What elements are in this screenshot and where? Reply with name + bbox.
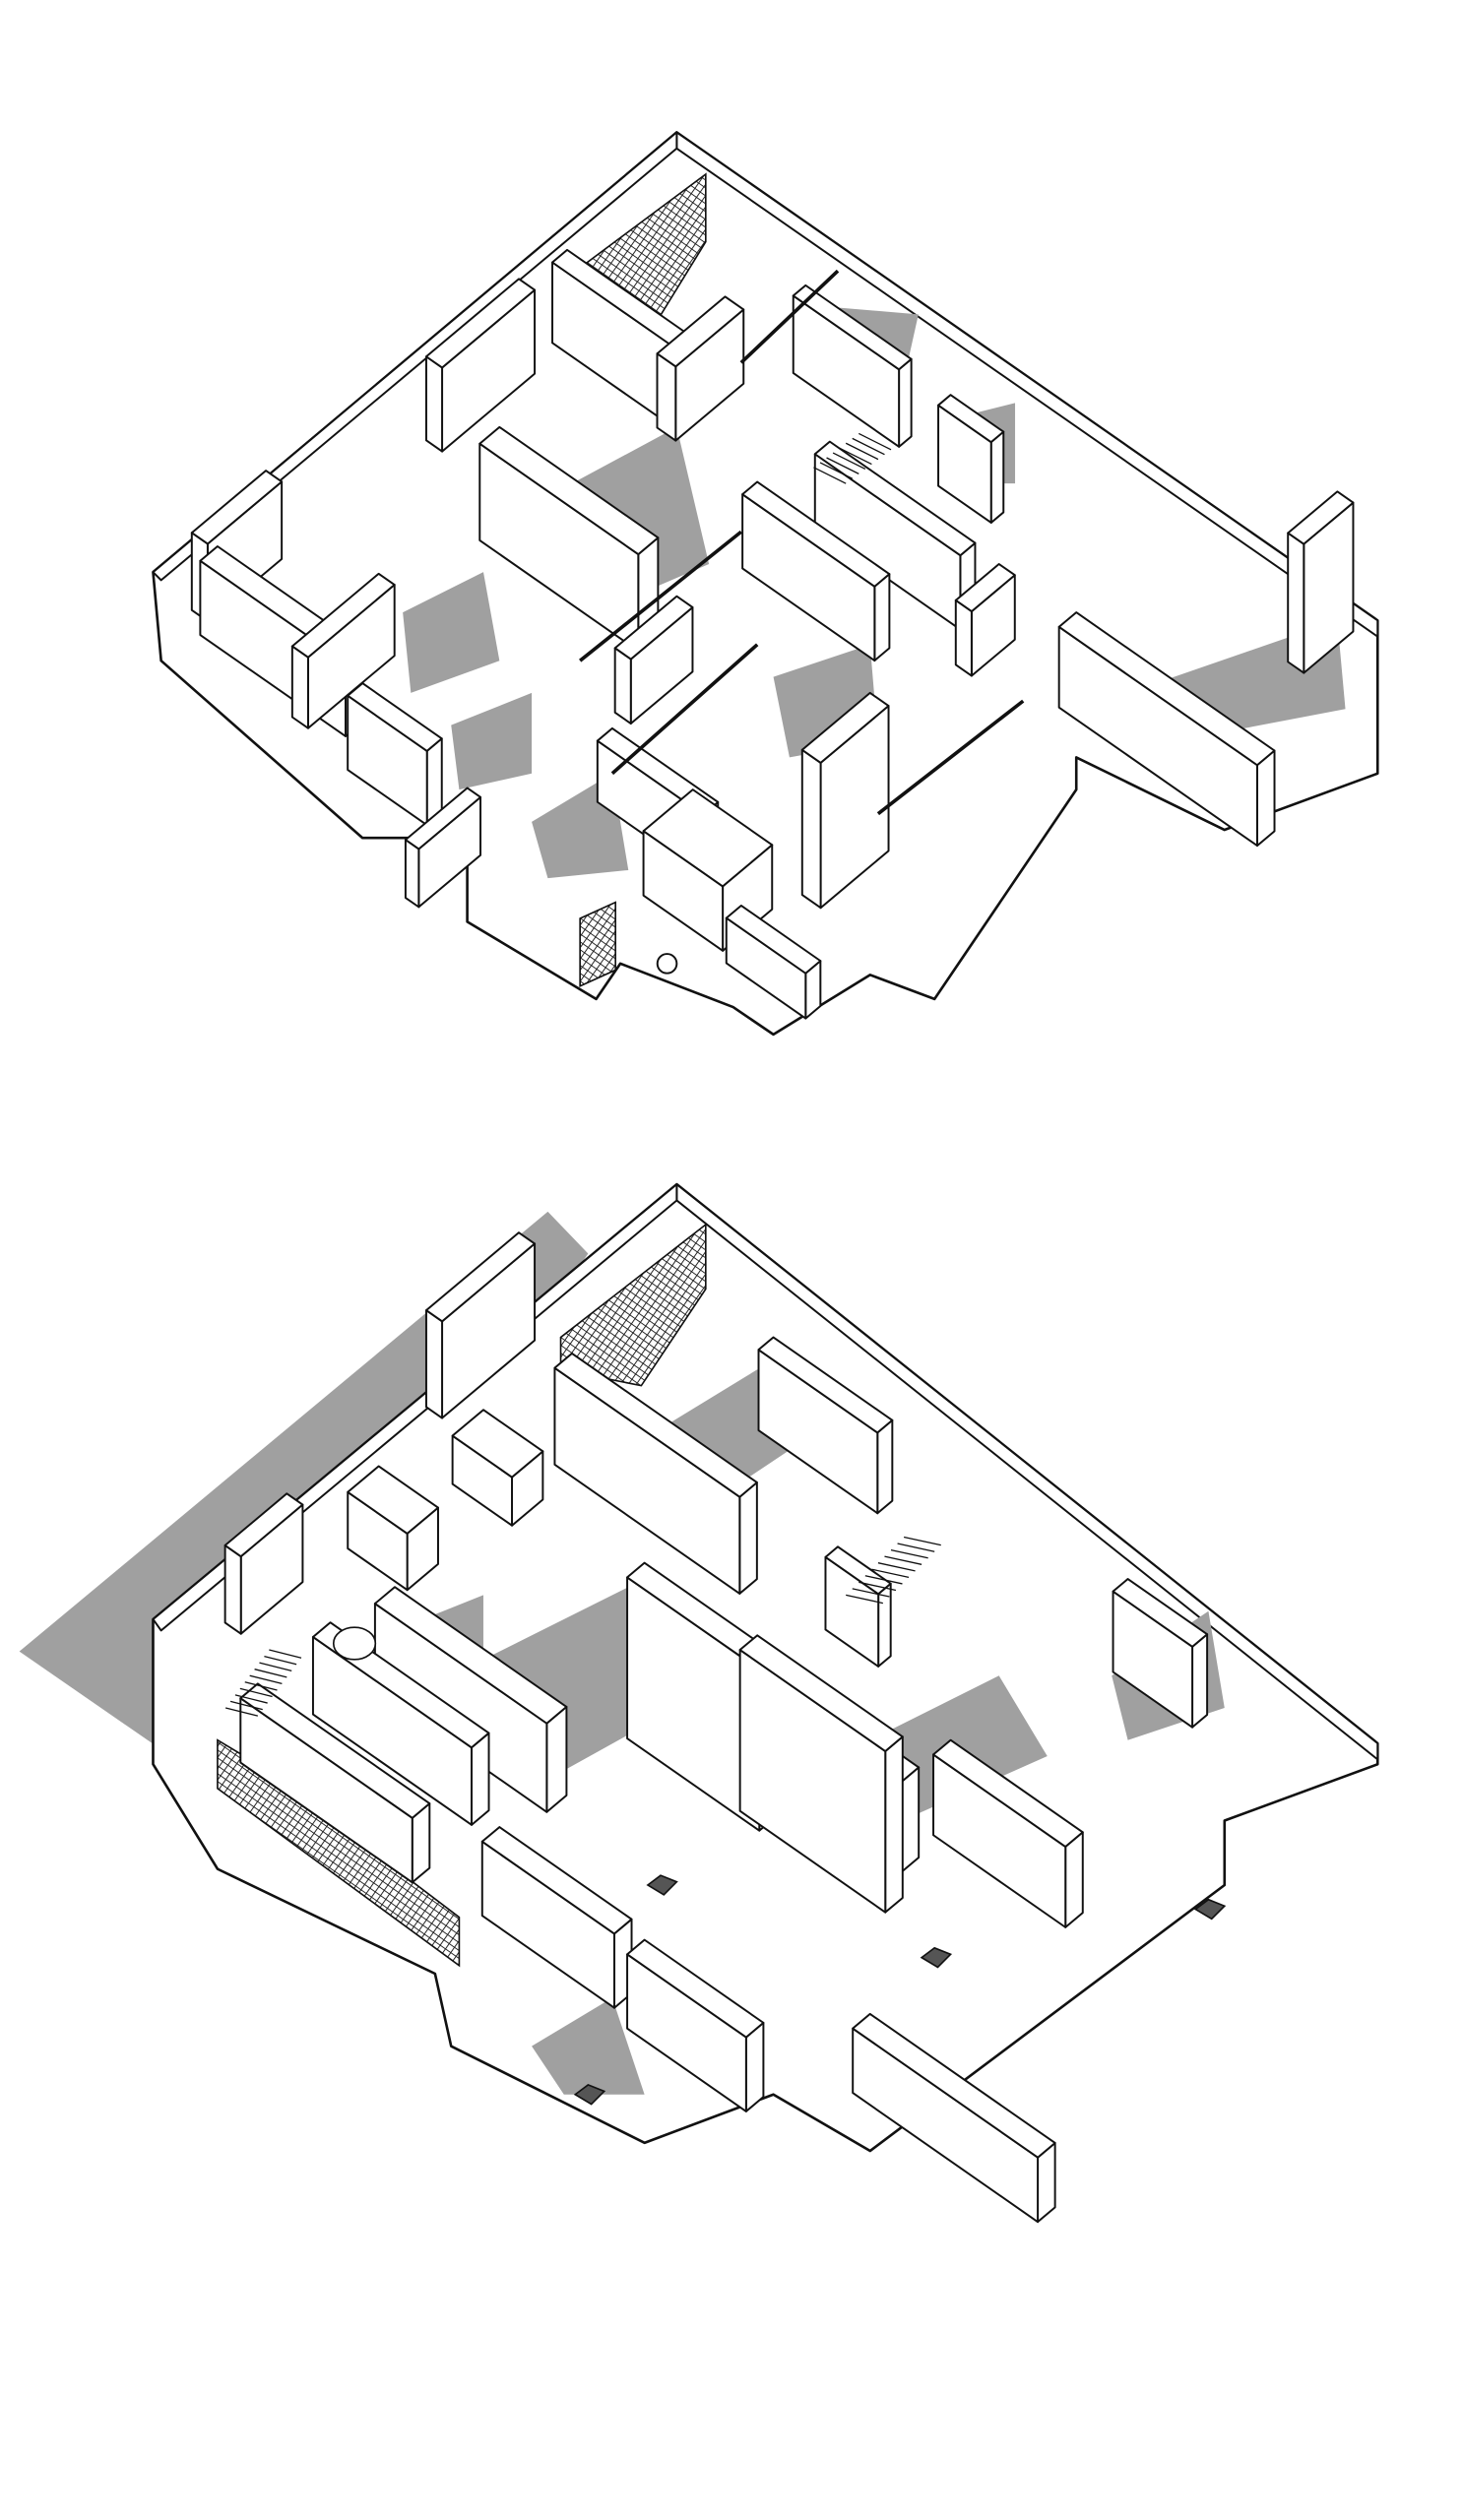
ground-stair-step	[229, 1700, 263, 1711]
upper-stair-step	[852, 437, 885, 456]
ground-car-2	[1193, 1898, 1227, 1921]
ground-stair-step	[884, 1555, 922, 1565]
upper-wall-e-front	[290, 645, 309, 729]
upper-wall-i-front	[613, 647, 632, 725]
upper-mesh-gate	[579, 901, 616, 988]
ground-kitchen-block-top	[347, 1465, 439, 1535]
ground-stair-step	[269, 1649, 302, 1659]
ground-stair-step	[871, 1568, 910, 1579]
upper-wall-j-side	[873, 573, 891, 662]
ground-car-0	[646, 1874, 678, 1896]
ground-stair-step	[846, 1594, 883, 1605]
ground-stair-step	[224, 1707, 259, 1717]
ground-wall-l-side	[1191, 1633, 1209, 1729]
upper-wall-k-side	[1255, 749, 1276, 848]
upper-wall-p-top	[725, 904, 822, 975]
upper-glazing-3	[610, 643, 759, 776]
ground-counter-block-top	[451, 1409, 544, 1479]
upper-column-front	[800, 748, 822, 910]
upper-wall-l-top	[1287, 490, 1355, 545]
upper-wall-f-front	[656, 352, 677, 442]
ground-stair-step	[239, 1687, 273, 1698]
ground-car-3	[920, 1946, 953, 1969]
upper-stair-step	[813, 467, 847, 484]
upper-wall-h-top	[813, 440, 977, 557]
ground-stair-step	[864, 1575, 903, 1585]
upper-wall-b-top	[424, 278, 537, 369]
upper-stair-step	[819, 462, 854, 479]
upper-shadow-5	[451, 692, 533, 790]
upper-core-block-top	[478, 425, 660, 556]
upper-stair-step	[839, 447, 872, 466]
ground-stair-step	[897, 1543, 935, 1552]
upper-wall-c-top	[190, 470, 284, 545]
ground-wall-f-front	[223, 1544, 242, 1635]
upper-wall-e-top	[290, 572, 396, 659]
upper-wall-o-front	[404, 839, 420, 909]
ground-wall-k-top	[932, 1738, 1084, 1849]
upper-glazing-0	[739, 269, 840, 364]
upper-room-block-top	[642, 788, 774, 888]
upper-wall-n-top	[347, 682, 443, 752]
ground-round-table	[332, 1626, 377, 1661]
ground-stair-step	[264, 1655, 297, 1666]
ground-stair-step	[244, 1681, 278, 1691]
ground-wall-h-side	[876, 1418, 894, 1515]
ground-wall-b-top	[553, 1352, 758, 1498]
ground-wall-o-top	[852, 2012, 1056, 2159]
upper-wall-k-top	[1057, 611, 1276, 767]
ground-wall-e-top	[239, 1682, 431, 1819]
ground-wall-n-top	[626, 1938, 765, 2039]
ground-wall-m-top	[480, 1826, 633, 1935]
ground-wall-b-side	[738, 1480, 758, 1595]
upper-stair-step	[858, 432, 892, 451]
upper-wall-i-top	[613, 595, 694, 661]
ground-wall-a-top	[424, 1231, 537, 1323]
ground-wall-j-side	[884, 1735, 904, 1914]
ground-stair-step	[877, 1562, 916, 1572]
upper-wall-r-front	[954, 598, 973, 677]
upper-column-top	[800, 691, 890, 764]
ground-wall-k-side	[1064, 1831, 1084, 1928]
upper-round-window	[656, 953, 678, 975]
upper-floor-axonometric	[152, 131, 1379, 1037]
upper-shadow-3	[403, 572, 500, 693]
upper-wall-o-top	[404, 787, 482, 850]
ground-wall-i-side	[900, 1766, 921, 1873]
ground-stair-step	[890, 1548, 928, 1559]
upper-back-wall-left	[152, 131, 678, 582]
upper-wall-b-front	[424, 355, 444, 453]
upper-glazing-2	[876, 699, 1025, 816]
upper-wall-g-top	[792, 284, 913, 371]
ground-stair-step	[852, 1588, 890, 1598]
ground-wall-c-top	[373, 1586, 568, 1725]
upper-stair-step	[832, 452, 866, 471]
ground-stair-step	[254, 1669, 287, 1678]
upper-stair-step	[845, 442, 879, 461]
ground-wall-f-top	[223, 1492, 304, 1558]
ground-stair-step	[859, 1581, 897, 1592]
ground-stair-step	[903, 1536, 941, 1546]
upper-wall-f-top	[656, 295, 745, 368]
ground-stair-step	[234, 1694, 268, 1704]
ground-floor-axonometric	[19, 1182, 1379, 2224]
ground-car-1	[573, 2083, 606, 2106]
ground-stair-step	[249, 1674, 283, 1685]
upper-wall-l-front	[1287, 532, 1305, 674]
upper-wall-q-top	[937, 394, 1005, 444]
upper-wall-q-side	[989, 430, 1005, 524]
upper-glazing-1	[579, 530, 742, 662]
ground-wall-h-top	[757, 1336, 894, 1434]
ground-wall-j-top	[738, 1634, 904, 1753]
ground-wall-l-top	[1112, 1578, 1209, 1648]
ground-stair-step	[259, 1662, 292, 1671]
upper-stair-step	[826, 457, 859, 474]
upper-wall-g-side	[898, 357, 913, 448]
upper-wall-r-top	[954, 563, 1016, 613]
ground-wall-a-front	[424, 1309, 444, 1419]
ground-shadow-4	[532, 1997, 645, 2095]
ground-wall-d-side	[471, 1732, 490, 1826]
upper-wall-j-top	[741, 480, 891, 588]
ground-wall-c-side	[545, 1705, 568, 1813]
